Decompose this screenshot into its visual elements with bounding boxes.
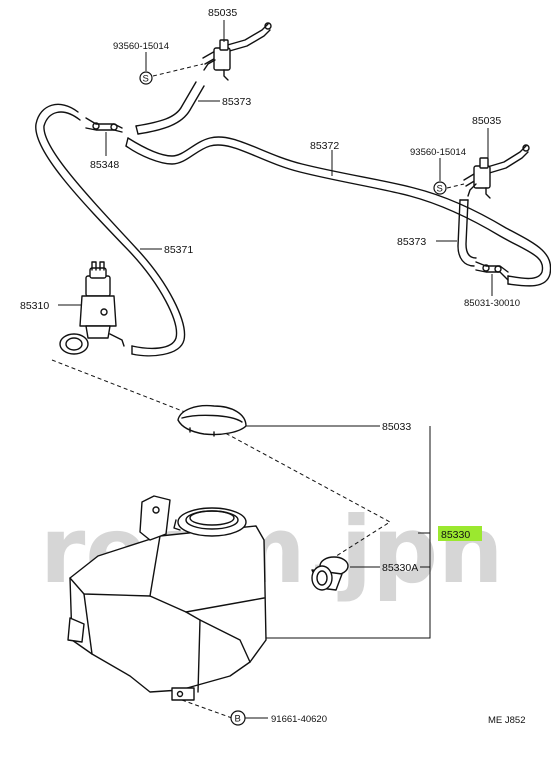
label-85330A: 85330A [382, 562, 418, 574]
label-85348: 85348 [90, 159, 119, 171]
label-85372: 85372 [310, 140, 339, 152]
label-85371: 85371 [164, 244, 193, 256]
label-93560-top: 93560-15014 [113, 41, 169, 52]
tank-cap [177, 404, 247, 437]
label-85373-top: 85373 [222, 96, 251, 108]
grommet-85330A [311, 556, 349, 591]
svg-text:S: S [437, 184, 443, 195]
label-85373-right: 85373 [397, 236, 426, 248]
leader-93560-top [152, 63, 204, 77]
label-85033: 85033 [382, 421, 411, 433]
label-91661: 91661-40620 [271, 714, 327, 725]
svg-text:B: B [235, 714, 241, 725]
badge-s-right: S [433, 181, 447, 195]
label-85310: 85310 [20, 300, 49, 312]
dashed-pump-to-tank [51, 359, 391, 561]
label-85035-top: 85035 [208, 7, 237, 19]
bracket-85330 [240, 426, 431, 639]
diagram-code: ME J852 [488, 715, 526, 726]
label-85031: 85031-30010 [464, 298, 520, 309]
hose-85371 [35, 103, 186, 357]
nozzle-right [463, 144, 530, 199]
washer-tank [67, 495, 267, 701]
hose-85373-top [135, 81, 197, 127]
label-93560-right: 93560-15014 [410, 147, 466, 158]
washer-pump [59, 261, 125, 355]
label-85330: 85330 [441, 529, 470, 541]
connector-85031 [475, 261, 509, 281]
hose-85373-right [457, 199, 475, 267]
leader-93560-right [446, 183, 465, 189]
label-85035-right: 85035 [472, 115, 501, 127]
svg-text:S: S [143, 74, 149, 85]
badge-s-top: S [139, 71, 153, 85]
highlight-85330 [438, 526, 482, 541]
badge-b-bolt: B [230, 710, 246, 726]
dashed-tank-to-bolt [181, 699, 233, 719]
connector-85348 [85, 117, 123, 133]
nozzle-top [202, 22, 272, 81]
